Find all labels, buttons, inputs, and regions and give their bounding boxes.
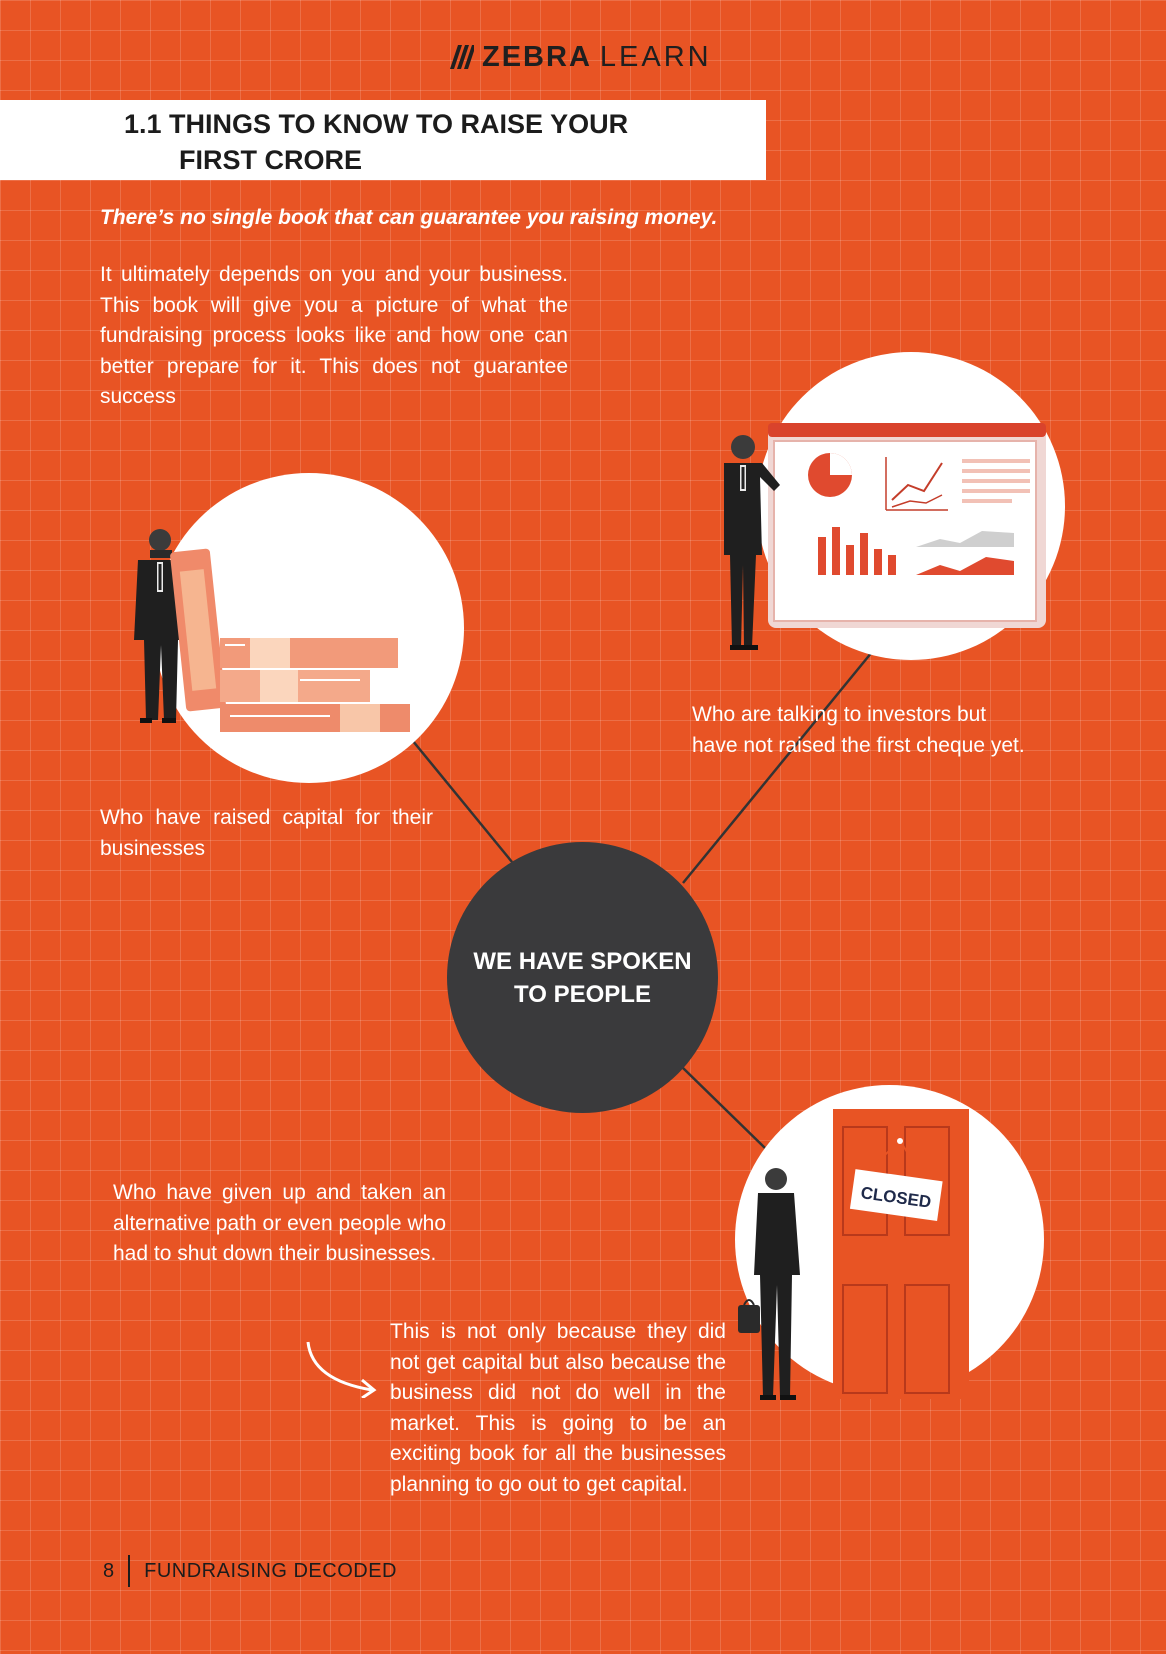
title-band <box>0 100 766 180</box>
presenter-with-dashboard-illustration <box>724 423 1046 650</box>
walking-businessman-figure <box>738 1168 800 1400</box>
section-title-line2: FIRST CRORE <box>179 145 363 175</box>
book-title: FUNDRAISING DECODED <box>144 1559 397 1582</box>
businessman-closed-door-illustration: CLOSED <box>738 1109 969 1400</box>
raised-capital-text: Who have raised capital for their busine… <box>100 806 433 860</box>
center-topic-circle: WE HAVE SPOKEN TO PEOPLE <box>447 842 718 1113</box>
talking-investors-text: Who are talking to investors but have no… <box>692 703 1025 757</box>
center-topic-label: WE HAVE SPOKEN TO PEOPLE <box>468 945 698 1011</box>
businessman-with-money-illustration <box>134 529 410 732</box>
line-chart-icon <box>885 457 948 511</box>
presenter-figure <box>724 435 780 650</box>
intro-paragraph: It ultimately depends on you and your bu… <box>100 263 568 408</box>
curved-arrow-icon <box>306 1341 377 1398</box>
section-title-line1: 1.1 THINGS TO KNOW TO RAISE YOUR <box>124 109 629 139</box>
zebra-stripes-icon <box>450 45 474 69</box>
door-icon <box>833 1109 969 1399</box>
dashboard-board <box>768 423 1046 628</box>
pie-chart-icon <box>808 453 852 497</box>
center-topic-line2: TO PEOPLE <box>514 980 651 1008</box>
lead-sentence: There’s no single book that can guarante… <box>100 206 718 229</box>
not-only-text: This is not only because they did not ge… <box>390 1320 726 1496</box>
closed-sign-icon: CLOSED <box>849 1138 943 1221</box>
footer-divider <box>128 1555 131 1587</box>
text-lines-icon <box>962 459 1030 503</box>
page-footer: 8 FUNDRAISING DECODED <box>103 1555 397 1587</box>
center-topic-line1: WE HAVE SPOKEN <box>473 947 692 975</box>
businessman-figure <box>134 529 186 723</box>
brand-name-bold: ZEBRA <box>482 40 592 73</box>
bar-chart-icon <box>818 527 896 575</box>
money-stack-icon <box>170 548 410 732</box>
page-number: 8 <box>103 1559 115 1582</box>
given-up-text: Who have given up and taken an alternati… <box>113 1181 446 1265</box>
section-title: 1.1 THINGS TO KNOW TO RAISE YOUR FIRST C… <box>124 106 744 178</box>
area-chart-icon <box>916 531 1014 575</box>
brand-name-light: LEARN <box>599 40 712 73</box>
